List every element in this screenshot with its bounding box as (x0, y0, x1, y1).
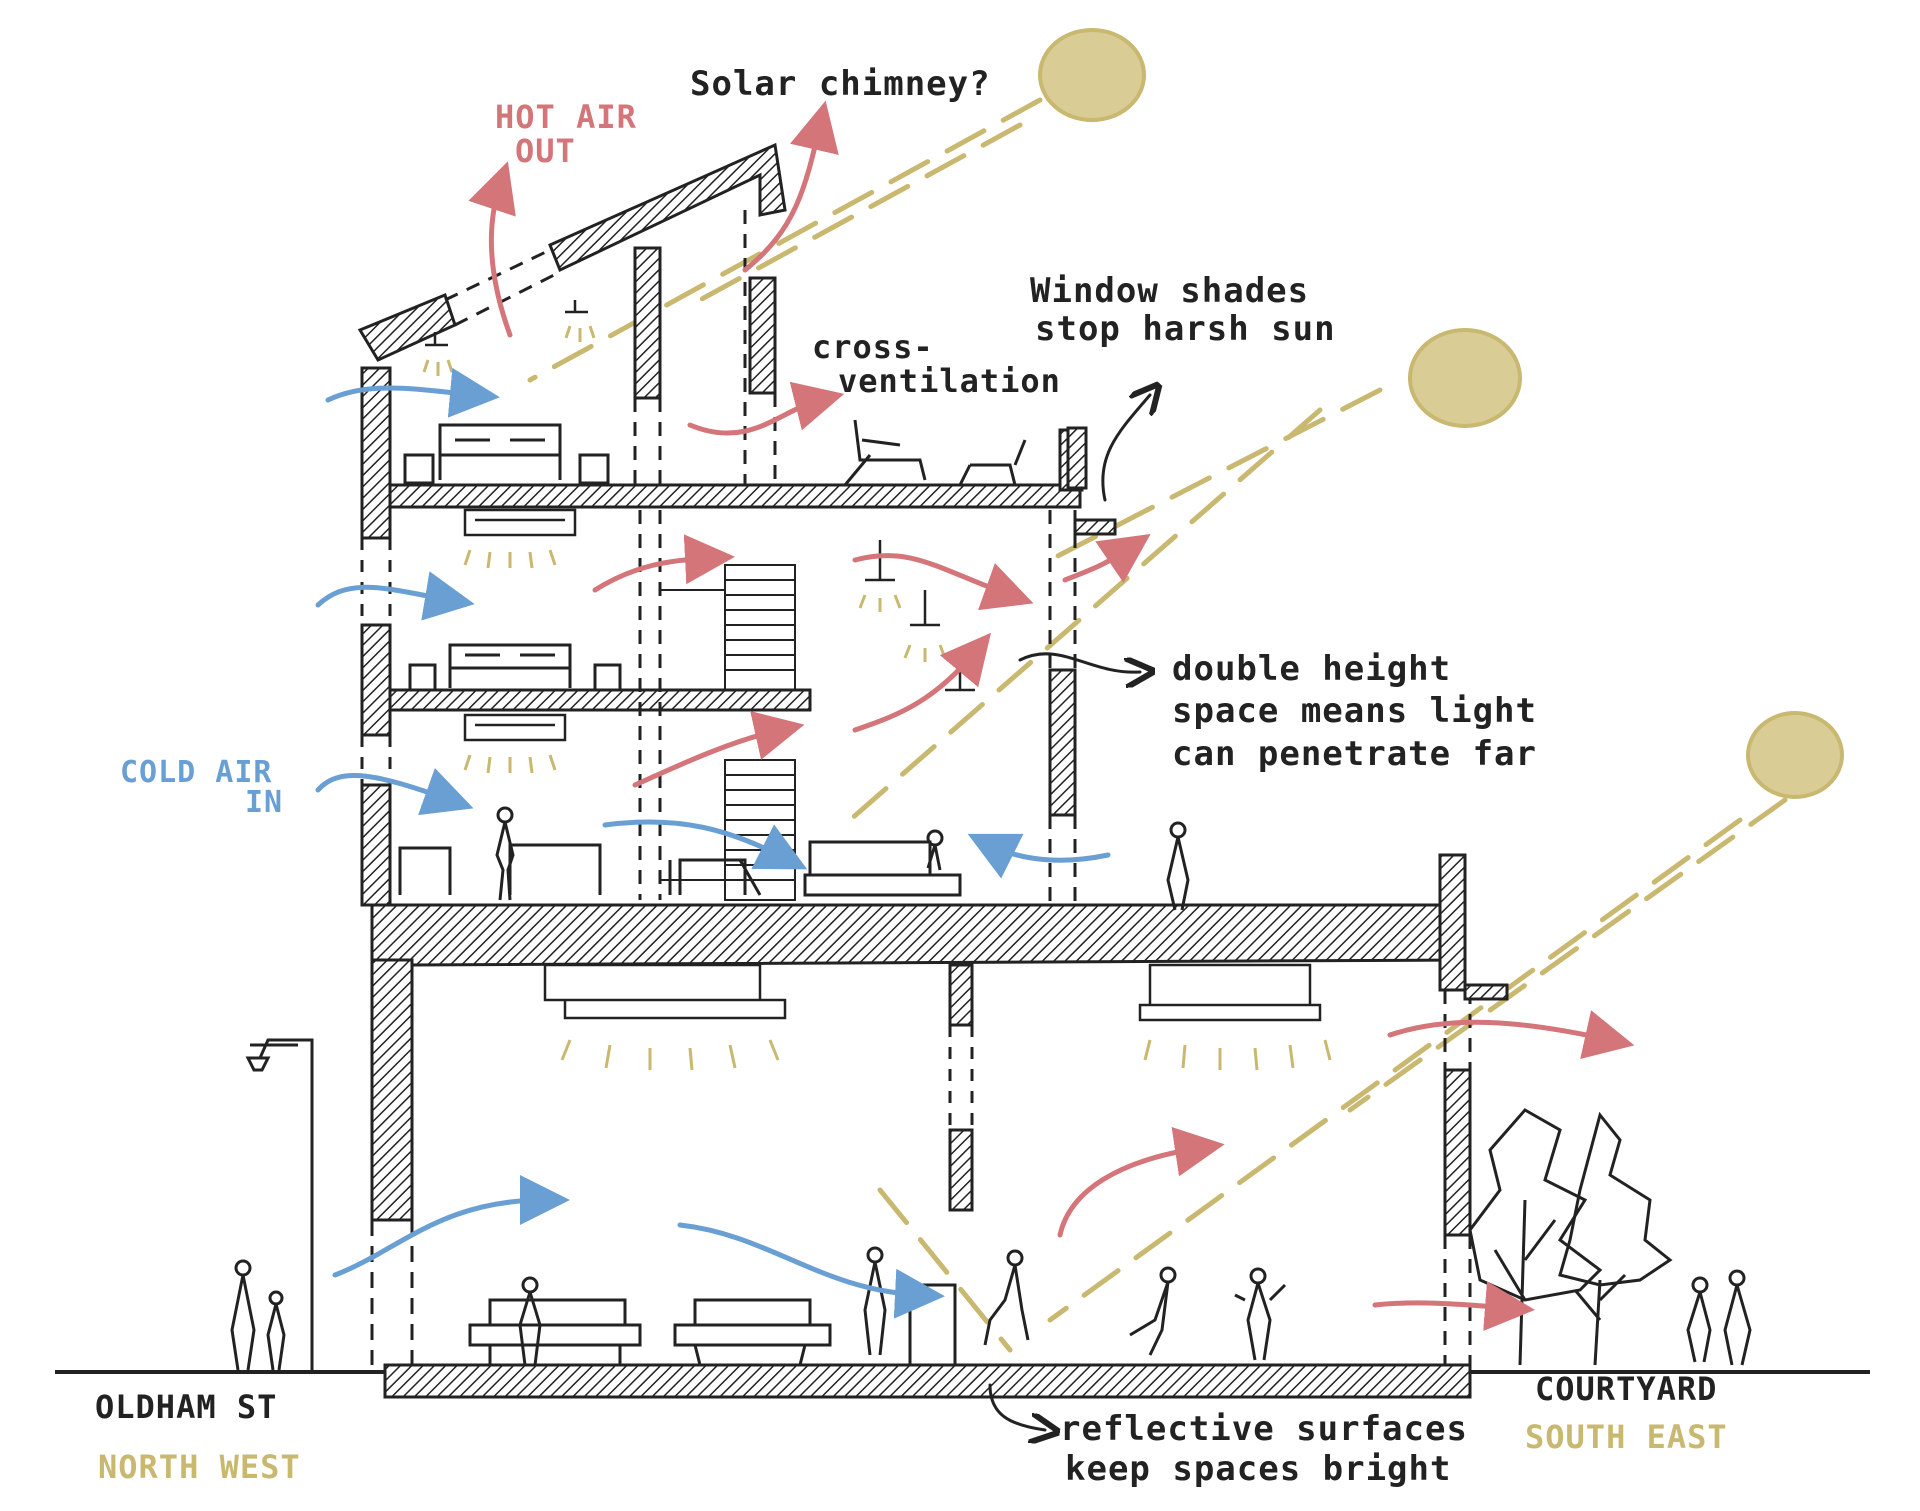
person-icon (983, 1249, 1030, 1346)
double-height-label-line3: can penetrate far (1172, 734, 1537, 774)
cold-air-label-line2: IN (245, 785, 283, 820)
cross-ventilation-label-line1: cross- (812, 328, 934, 366)
sun-icon (1408, 328, 1522, 428)
person-icon (926, 829, 944, 871)
street-lamp-icon (245, 1038, 314, 1372)
double-height-label-line1: double height (1172, 649, 1451, 689)
cross-ventilation-label-line2: ventilation (838, 362, 1061, 400)
roof-left (357, 293, 457, 362)
window-shade-upper (1073, 518, 1117, 536)
leader-lines (988, 395, 1150, 1430)
building-structure (357, 142, 1509, 1399)
person-icon (863, 1246, 887, 1356)
hot-air-label-line1: HOT AIR (495, 98, 637, 136)
hot-air-flow (468, 100, 1635, 1332)
chair-icon (398, 419, 1027, 896)
window-shades-label-line1: Window shades (1030, 271, 1309, 311)
window-shade-lower (1463, 983, 1509, 1001)
cold-air-label-line1: COLD AIR (120, 755, 273, 790)
person-icon (1234, 1267, 1287, 1361)
person-icon (1723, 1269, 1752, 1366)
double-height-label-line2: space means light (1172, 691, 1537, 731)
hot-air-label-line2: OUT (515, 132, 576, 170)
sun-icon (1038, 28, 1146, 122)
reflective-surfaces-label-line1: reflective surfaces (1060, 1409, 1468, 1449)
window-shades-label-line2: stop harsh sun (1035, 309, 1336, 349)
tree-icon (1468, 1108, 1673, 1366)
person-icon (518, 1276, 542, 1366)
bed-icon (408, 643, 622, 692)
cold-air-flow (315, 367, 1111, 1319)
person-icon (1129, 1266, 1177, 1356)
slab-ground (383, 1363, 1472, 1399)
north-west-label: NORTH WEST (98, 1448, 301, 1486)
sun-icon (1746, 711, 1844, 799)
person-icon (495, 806, 515, 901)
roof-right (548, 142, 787, 273)
courtyard-label: COURTYARD (1535, 1370, 1717, 1408)
reflective-surfaces-label-line2: keep spaces bright (1065, 1449, 1451, 1489)
slab-podium (370, 903, 1467, 1002)
sofa-icon (673, 1298, 832, 1366)
person-icon (266, 1290, 286, 1371)
sofa-icon (468, 1298, 642, 1365)
person-icon (1166, 821, 1190, 911)
bed-icon (403, 423, 610, 485)
slab-level-2 (388, 688, 812, 712)
solar-chimney-label: Solar chimney? (690, 64, 991, 104)
south-east-label: SOUTH EAST (1525, 1418, 1728, 1456)
person-icon (1686, 1276, 1712, 1363)
slab-level-3 (388, 483, 1082, 509)
oldham-street-label: OLDHAM ST (95, 1388, 277, 1426)
person-icon (230, 1259, 256, 1371)
